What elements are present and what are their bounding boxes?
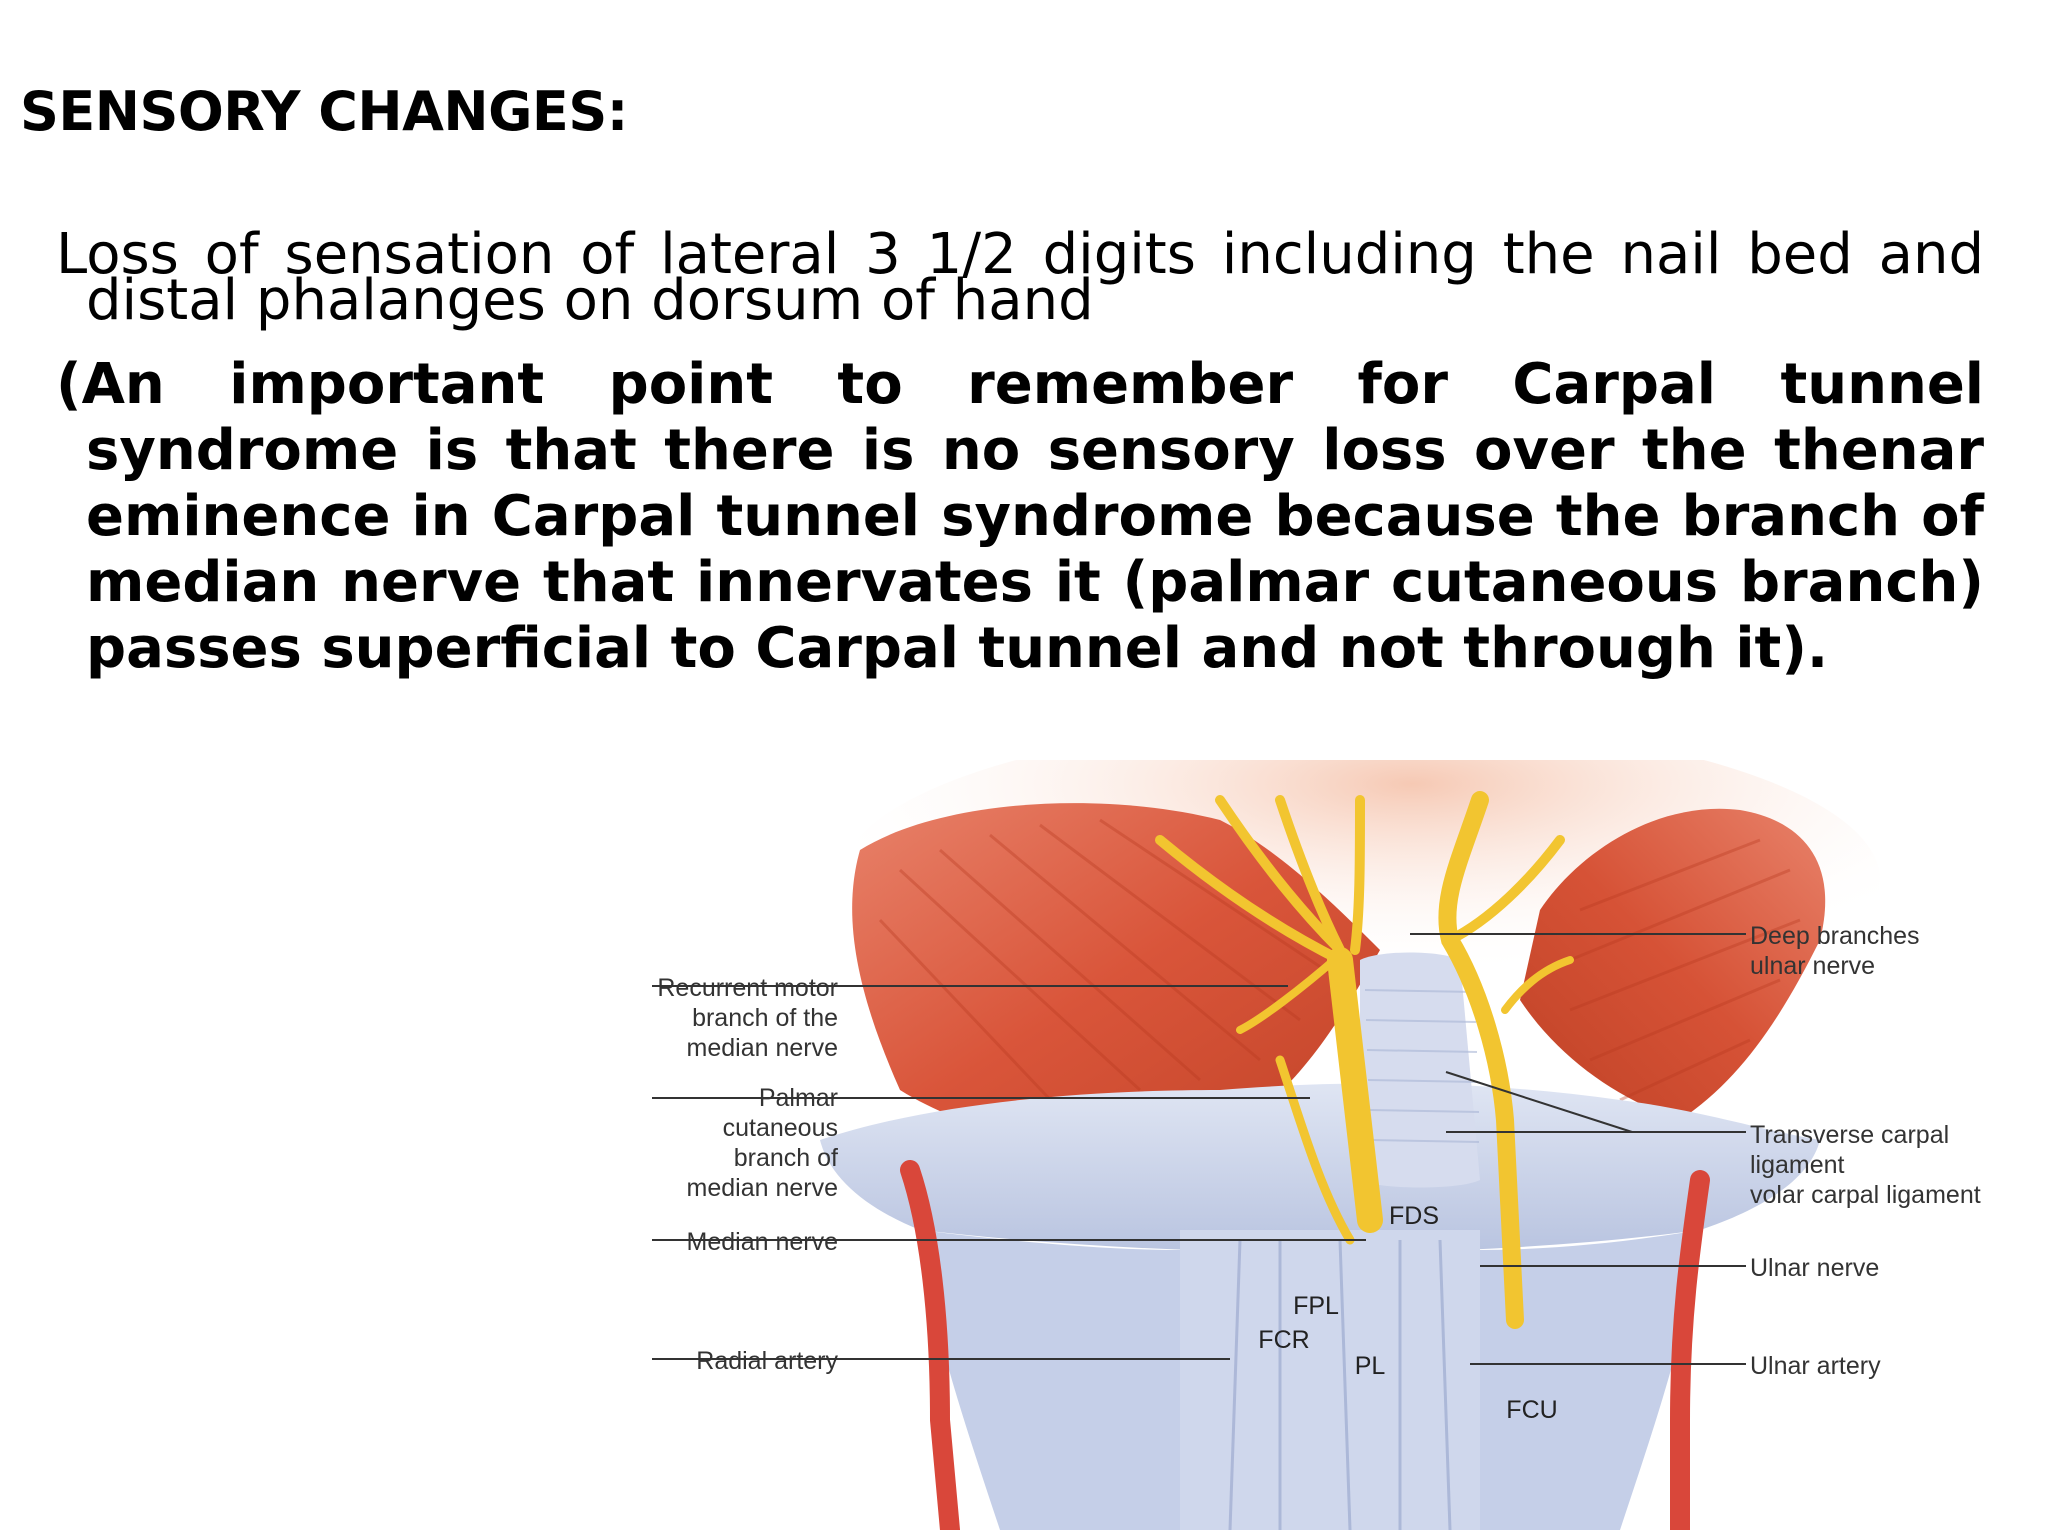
label-recurrent-line-1: Recurrent motor <box>657 974 838 1002</box>
radial-artery <box>900 1160 960 1536</box>
svg-text:Palmar: Palmar <box>759 1084 838 1112</box>
carpal-tunnel-note: (An important point to remember for Carp… <box>56 352 1984 681</box>
label-transverse-line-1: Transverse carpal <box>1750 1121 1949 1149</box>
structure-labels: FDS FPL FCR PL FCU <box>1258 1202 1557 1424</box>
svg-text:Ulnar nerve: Ulnar nerve <box>1750 1254 1879 1282</box>
label-deep-line-1: Deep branches <box>1750 922 1920 950</box>
svg-text:Ulnar artery: Ulnar artery <box>1750 1352 1881 1380</box>
svg-text:ligament: ligament <box>1750 1151 1845 1179</box>
forearm-center-tendons <box>1180 1230 1480 1530</box>
label-recurrent-line-2: branch of the <box>692 1004 838 1032</box>
sensation-line-2: distal phalanges on dorsum of hand <box>86 268 1094 333</box>
label-transverse-line-2: ligament <box>1750 1151 1845 1179</box>
svg-text:Median nerve: Median nerve <box>687 1228 838 1256</box>
svg-text:Transverse carpal: Transverse carpal <box>1750 1121 1949 1149</box>
label-palmar-line-3: branch of <box>734 1144 838 1172</box>
label-radial-artery: Radial artery <box>696 1347 838 1375</box>
label-pl: PL <box>1355 1352 1386 1380</box>
label-fcr: FCR <box>1258 1326 1309 1354</box>
muscle-fibers <box>878 818 1801 1112</box>
label-fpl: FPL <box>1293 1292 1339 1320</box>
svg-text:Radial artery: Radial artery <box>696 1347 838 1375</box>
median-nerve <box>1327 947 1383 1233</box>
svg-text:Recurrent motor: Recurrent motor <box>657 974 838 1002</box>
ulnar-artery <box>1670 1170 1710 1536</box>
wrist-anatomy-illustration: Recurrent motor branch of the median ner… <box>580 720 2048 1536</box>
hypothenar-muscle <box>1520 808 1826 1120</box>
right-leader-lines <box>1410 933 1746 1365</box>
left-leader-lines <box>652 985 1366 1360</box>
deep-ulnar-branch <box>1445 835 1565 945</box>
label-transverse-line-3: volar carpal ligament <box>1750 1181 1981 1209</box>
svg-text:cutaneous: cutaneous <box>723 1114 838 1142</box>
label-recurrent-line-3: median nerve <box>687 1034 838 1062</box>
svg-text:Deep branches: Deep branches <box>1750 922 1920 950</box>
label-ulnar-artery: Ulnar artery <box>1750 1352 1881 1380</box>
forearm-left-tendons <box>920 1230 1200 1530</box>
right-labels: Deep branches ulnar nerve Transverse car… <box>1750 922 1981 1380</box>
svg-text:FCR: FCR <box>1258 1326 1309 1354</box>
label-median-nerve: Median nerve <box>687 1228 838 1256</box>
svg-text:branch of: branch of <box>734 1144 838 1172</box>
sensation-paragraph: Loss of sensation of lateral 3 1/2 digit… <box>56 222 1984 333</box>
svg-text:ulnar nerve: ulnar nerve <box>1750 952 1875 980</box>
svg-text:branch of the: branch of the <box>692 1004 838 1032</box>
slide-heading: SENSORY CHANGES: <box>20 80 628 143</box>
label-palmar-line-1: Palmar <box>759 1084 838 1112</box>
forearm-right-tendons <box>1460 1230 1700 1530</box>
label-deep-line-2: ulnar nerve <box>1750 952 1875 980</box>
label-ulnar-nerve: Ulnar nerve <box>1750 1254 1879 1282</box>
label-palmar-line-2: cutaneous <box>723 1114 838 1142</box>
thenar-muscle <box>852 803 1380 1148</box>
svg-text:volar carpal ligament: volar carpal ligament <box>1750 1181 1981 1209</box>
recurrent-motor-branch <box>1236 951 1344 1034</box>
sensation-line-1: Loss of sensation of lateral 3 1/2 digit… <box>56 222 1984 287</box>
wrist-anatomy-svg: Recurrent motor branch of the median ner… <box>652 720 1981 1536</box>
flexor-retinaculum <box>1360 952 1480 1188</box>
palmar-cutaneous-branch <box>1275 1055 1355 1245</box>
svg-text:median nerve: median nerve <box>687 1174 838 1202</box>
label-palmar-line-4: median nerve <box>687 1174 838 1202</box>
svg-text:FCU: FCU <box>1506 1396 1557 1424</box>
label-fds: FDS <box>1389 1202 1439 1230</box>
svg-text:FPL: FPL <box>1293 1292 1339 1320</box>
svg-text:FDS: FDS <box>1389 1202 1439 1230</box>
svg-text:median nerve: median nerve <box>687 1034 838 1062</box>
label-fcu: FCU <box>1506 1396 1557 1424</box>
left-labels: Recurrent motor branch of the median ner… <box>657 974 838 1375</box>
svg-text:PL: PL <box>1355 1352 1386 1380</box>
